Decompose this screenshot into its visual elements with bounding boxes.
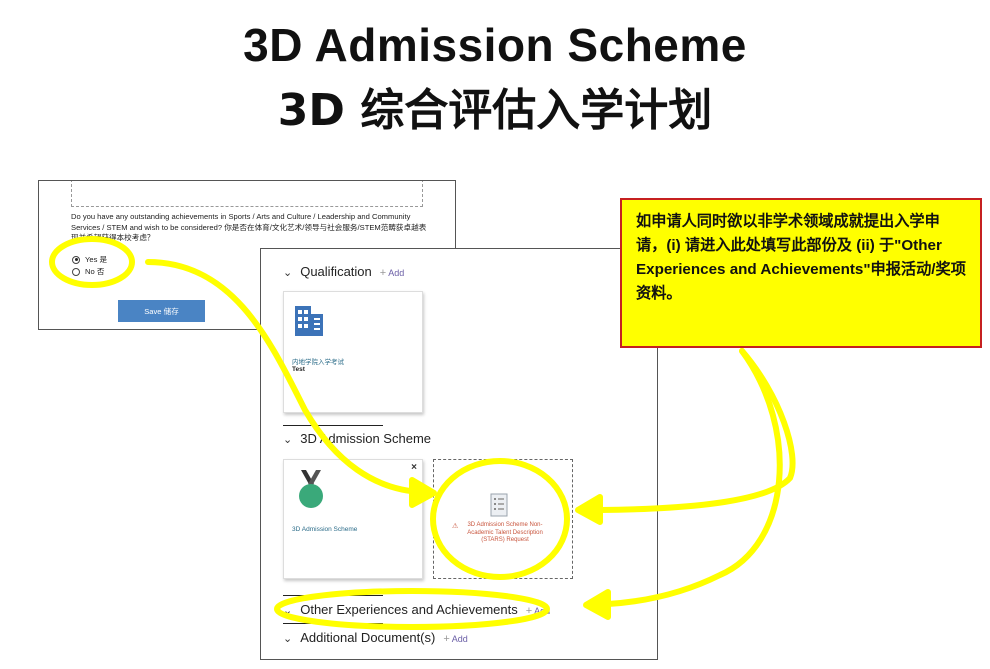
section-divider (283, 595, 383, 596)
scheme-card[interactable]: × 3D Admission Scheme (283, 459, 423, 579)
section-title-qualification: Qualification (300, 264, 372, 279)
section-qualification[interactable]: ⌄ Qualification +Add (283, 264, 404, 279)
achievement-question: Do you have any outstanding achievements… (71, 212, 427, 242)
section-3d-admission[interactable]: ⌄ 3D Admission Scheme (283, 431, 431, 446)
add-other-experiences-link[interactable]: +Add (525, 605, 551, 617)
scheme-card-caption: 3D Admission Scheme (292, 526, 358, 533)
instruction-callout: 如申请人同时欲以非学术领域成就提出入学申请，(i) 请进入此处填写此部份及 (i… (620, 198, 982, 348)
chevron-down-icon[interactable]: ⌄ (283, 605, 293, 617)
section-title-other-experiences: Other Experiences and Achievements (300, 602, 518, 617)
save-button[interactable]: Save 储存 (118, 300, 205, 322)
dashed-upload-area (71, 181, 423, 207)
chevron-down-icon[interactable]: ⌄ (283, 267, 293, 279)
sections-screenshot: ⌄ Qualification +Add 内地学院入学考试 Test ⌄ 3D … (260, 248, 658, 660)
radio-yes-label: Yes 是 (85, 255, 108, 264)
chevron-down-icon[interactable]: ⌄ (283, 633, 293, 645)
qualification-card[interactable]: 内地学院入学考试 Test (283, 291, 423, 413)
section-other-experiences[interactable]: ⌄ Other Experiences and Achievements +Ad… (283, 602, 550, 617)
section-divider (283, 425, 383, 426)
qualification-card-caption: 内地学院入学考试 (292, 359, 344, 366)
medal-icon (299, 470, 323, 508)
section-title-3d-admission: 3D Admission Scheme (300, 431, 431, 446)
radio-option-no[interactable]: No 否 (72, 266, 104, 277)
section-title-additional-documents: Additional Document(s) (300, 630, 436, 645)
section-additional-documents[interactable]: ⌄ Additional Document(s) +Add (283, 630, 468, 645)
warning-icon: ⚠ (452, 523, 459, 530)
stars-request-card[interactable]: ⚠ 3D Admission Scheme Non-Academic Talen… (433, 459, 573, 579)
building-icon (295, 306, 323, 336)
radio-checked-icon[interactable] (72, 255, 80, 264)
add-qualification-link[interactable]: +Add (379, 267, 405, 279)
chevron-down-icon[interactable]: ⌄ (283, 434, 293, 446)
radio-no-label: No 否 (85, 267, 105, 276)
add-additional-documents-link[interactable]: +Add (443, 633, 468, 645)
radio-option-yes[interactable]: Yes 是 (72, 254, 107, 265)
stars-card-caption: 3D Admission Scheme Non-Academic Talent … (467, 522, 543, 543)
page-title-en: 3D Admission Scheme (243, 19, 747, 71)
close-icon[interactable]: × (411, 462, 417, 473)
section-divider (283, 623, 383, 624)
page-title-zh: 3D 综合评估入学计划 (277, 85, 713, 136)
document-icon (490, 493, 508, 517)
qualification-card-subcaption: Test (292, 366, 305, 373)
radio-unchecked-icon[interactable] (72, 267, 80, 276)
